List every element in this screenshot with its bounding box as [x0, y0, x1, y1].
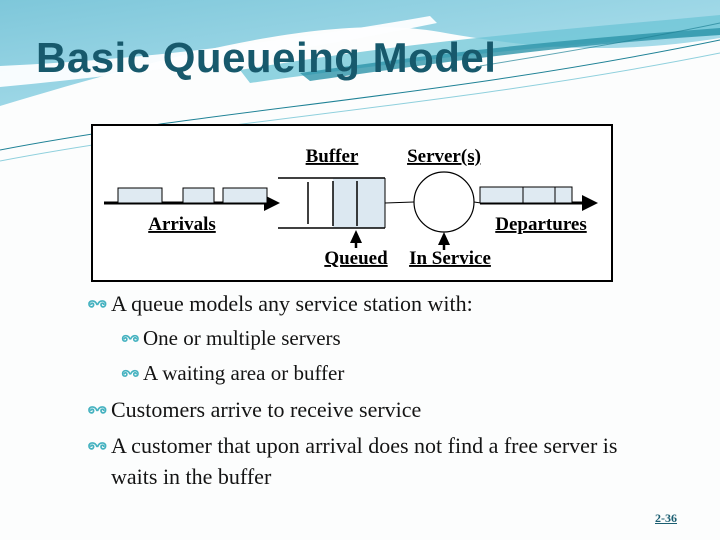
bullet-text: A waiting area or buffer: [143, 361, 345, 385]
bullet-text: Customers arrive to receive service: [111, 397, 422, 422]
slide-title: Basic Queueing Model: [36, 34, 497, 81]
list-item: A customer that upon arrival does not fi…: [86, 430, 626, 492]
bullet-text: A customer that upon arrival does not fi…: [111, 433, 618, 489]
bullet-text: One or multiple servers: [143, 326, 341, 350]
in-service-label: In Service: [409, 248, 491, 269]
background-waves: [0, 0, 720, 162]
queued-pointer-arrow-icon: [350, 230, 362, 248]
queued-label: Queued: [324, 248, 388, 269]
arrivals-label: Arrivals: [148, 214, 216, 235]
list-item: One or multiple servers: [120, 324, 626, 353]
server-circle: [413, 171, 475, 233]
buffer-label: Buffer: [306, 146, 359, 167]
departure-packets: [479, 186, 573, 204]
buffer-shape: [278, 177, 386, 229]
ornament-bullet-icon: [88, 406, 107, 414]
list-item: A waiting area or buffer: [120, 359, 626, 388]
arrival-packets: [117, 187, 268, 204]
ornament-bullet-icon: [121, 334, 139, 342]
arrivals-arrowhead-icon: [264, 195, 280, 211]
page-number: 2-36: [655, 511, 677, 525]
list-item: Customers arrive to receive service: [86, 394, 626, 425]
list-item: A queue models any service station with:: [86, 288, 626, 319]
bullet-text: A queue models any service station with:: [111, 291, 473, 316]
ornament-bullet-icon: [121, 369, 139, 377]
ornament-bullet-icon: [88, 442, 107, 450]
servers-label: Server(s): [407, 146, 481, 167]
ornament-bullet-icon: [88, 300, 107, 308]
departures-arrowhead-icon: [582, 195, 598, 211]
buffer-server-connector: [384, 201, 415, 204]
bullet-list: A queue models any service station with:…: [86, 288, 626, 497]
in-service-pointer-arrow-icon: [438, 232, 450, 250]
departures-label: Departures: [495, 214, 586, 235]
